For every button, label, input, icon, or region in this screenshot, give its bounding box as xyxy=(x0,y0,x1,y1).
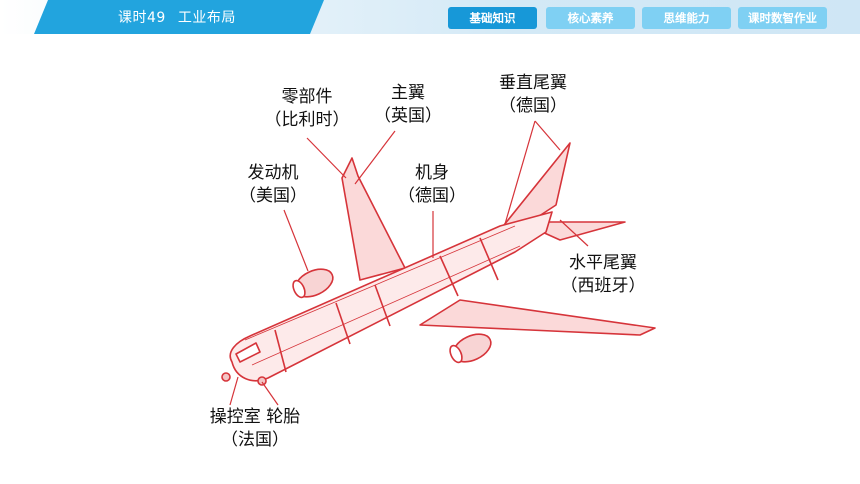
label-components: 零部件 （比利时） xyxy=(252,86,362,132)
airplane-illustration xyxy=(221,120,656,406)
tab-core-literacy[interactable]: 核心素养 xyxy=(546,7,635,29)
label-vertical-tail: 垂直尾翼 （德国） xyxy=(478,72,588,118)
label-components-part: 零部件 xyxy=(281,87,333,107)
label-main-wing-part: 主翼 xyxy=(391,83,425,103)
label-vertical-tail-country: （德国） xyxy=(499,96,567,116)
lesson-title: 课时49 工业布局 xyxy=(118,7,236,27)
label-engine: 发动机 （美国） xyxy=(228,162,318,208)
label-engine-country: （美国） xyxy=(239,186,307,206)
label-cockpit-tires: 操控室 轮胎 （法国） xyxy=(190,406,320,452)
airplane-diagram: 零部件 （比利时） 主翼 （英国） 垂直尾翼 （德国） 发动机 （美国） 机身 … xyxy=(0,34,860,484)
label-horizontal-tail: 水平尾翼 （西班牙） xyxy=(548,252,658,298)
label-components-country: （比利时） xyxy=(264,110,350,130)
label-cockpit-tires-part: 操控室 轮胎 xyxy=(209,407,301,427)
label-horizontal-tail-part: 水平尾翼 xyxy=(569,253,637,273)
lesson-number: 课时49 xyxy=(118,10,166,26)
label-horizontal-tail-country: （西班牙） xyxy=(560,276,646,296)
label-cockpit-tires-country: （法国） xyxy=(221,430,289,450)
label-vertical-tail-part: 垂直尾翼 xyxy=(499,73,567,93)
label-main-wing-country: （英国） xyxy=(374,106,442,126)
tab-basic-knowledge[interactable]: 基础知识 xyxy=(448,7,537,29)
label-engine-part: 发动机 xyxy=(247,163,299,183)
lesson-tab xyxy=(34,0,324,34)
label-fuselage: 机身 （德国） xyxy=(392,162,472,208)
label-fuselage-part: 机身 xyxy=(415,163,449,183)
label-fuselage-country: （德国） xyxy=(398,186,466,206)
label-main-wing: 主翼 （英国） xyxy=(368,82,448,128)
tab-thinking-ability[interactable]: 思维能力 xyxy=(642,7,731,29)
lesson-topic: 工业布局 xyxy=(177,10,236,26)
tab-homework[interactable]: 课时数智作业 xyxy=(738,7,827,29)
